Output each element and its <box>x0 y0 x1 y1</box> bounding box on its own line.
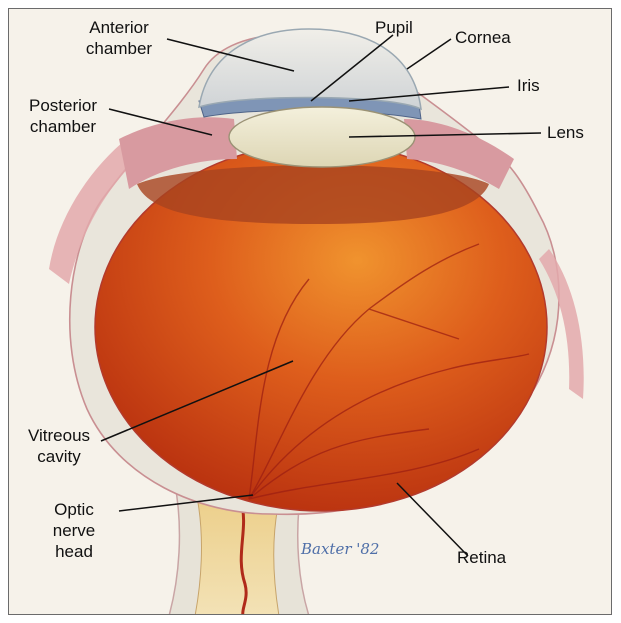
label-anterior-chamber-line2: chamber <box>69 38 169 59</box>
lens <box>229 107 415 167</box>
leader-cornea <box>407 39 451 69</box>
label-vitreous-cavity-line1: Vitreous <box>15 425 103 446</box>
artist-signature: Baxter '82 <box>300 540 379 558</box>
label-posterior-chamber-line2: chamber <box>15 116 111 137</box>
label-optic-nerve-head-line2: nerve <box>39 520 109 541</box>
diagram-frame: Baxter '82 Anterior chamber Pupil Cornea… <box>8 8 612 615</box>
label-posterior-chamber-line1: Posterior <box>15 95 111 116</box>
label-posterior-chamber: Posterior chamber <box>15 95 111 137</box>
leader-retina <box>397 483 468 556</box>
label-cornea: Cornea <box>455 27 511 48</box>
label-retina: Retina <box>457 547 506 568</box>
label-vitreous-cavity-line2: cavity <box>15 446 103 467</box>
label-optic-nerve-head: Optic nerve head <box>39 499 109 562</box>
label-pupil: Pupil <box>375 17 413 38</box>
label-optic-nerve-head-line1: Optic <box>39 499 109 520</box>
label-anterior-chamber-line1: Anterior <box>69 17 169 38</box>
label-optic-nerve-head-line3: head <box>39 541 109 562</box>
label-iris: Iris <box>517 75 540 96</box>
label-vitreous-cavity: Vitreous cavity <box>15 425 103 467</box>
label-lens: Lens <box>547 122 584 143</box>
label-anterior-chamber: Anterior chamber <box>69 17 169 59</box>
